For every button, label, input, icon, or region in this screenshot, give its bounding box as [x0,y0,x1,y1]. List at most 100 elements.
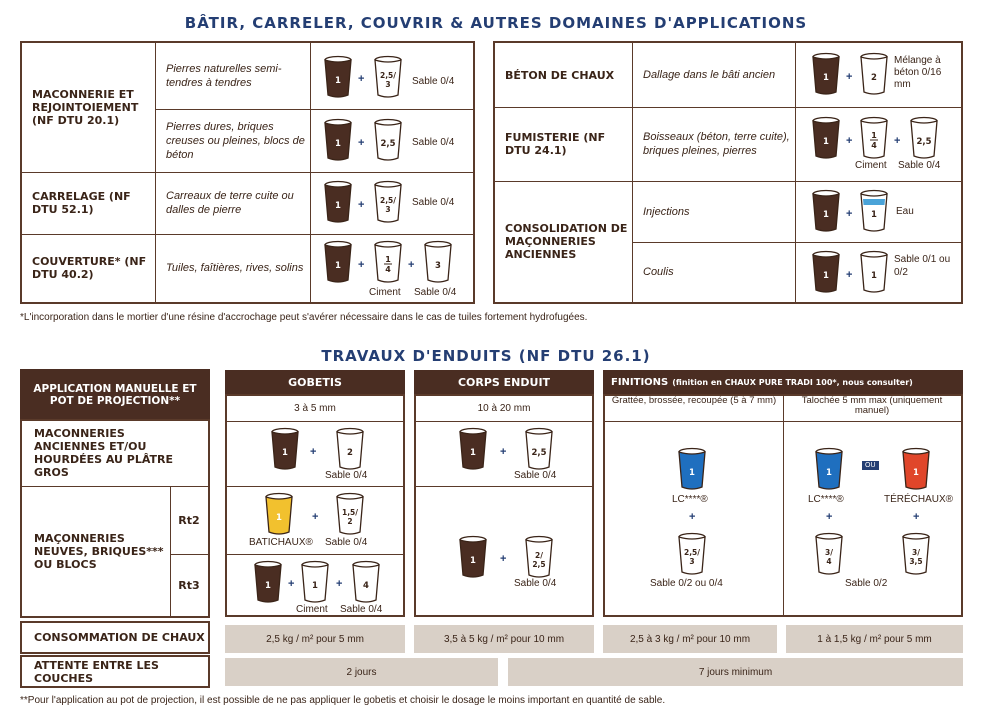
cup-chaux: 1 [269,427,301,471]
label-carrelage: CARRELAGE (NF DTU 52.1) [32,190,131,216]
attente-2-jours: 2 jours [225,658,498,686]
note-sable: Sable 0/4 [412,76,455,87]
desc-boisseaux: Boisseaux (béton, terre cuite), briques … [643,131,790,157]
svg-text:2: 2 [347,517,352,526]
header-corps-enduit: CORPS ENDUIT [414,370,594,394]
plus-sign: + [358,137,365,149]
svg-text:1: 1 [335,261,341,271]
svg-text:3: 3 [435,261,441,271]
note-sable: Sable 0/2 [845,578,888,589]
thickness-corps: 10 à 20 mm [477,403,531,414]
svg-text:2: 2 [871,73,877,83]
label-rt2: Rt2 [178,513,200,527]
cup-terechaux: 1 [900,447,932,491]
svg-text:1: 1 [335,139,341,149]
desc-coulis: Coulis [643,266,674,278]
note-sable: Sable 0/1 ou 0/2 [894,254,951,278]
desc-dallage: Dallage dans le bâti ancien [643,69,776,81]
finitions-label: FINITIONS [611,376,669,388]
plus-sign: + [689,511,696,523]
header-gobetis: GOBETIS [225,370,405,394]
note-sable: Sable 0/4 [325,537,368,548]
svg-text:1: 1 [689,468,695,478]
cup-sable: 2,5/3 [372,55,404,99]
label-consommation-box [20,621,210,654]
cup-chaux: 1 [322,118,354,162]
label-maconnerie: MACONNERIE ET REJOINTOIEMENT (NF DTU 20.… [32,88,139,127]
section-title-applications: BÂTIR, CARRELER, COUVRIR & AUTRES DOMAIN… [184,14,808,32]
svg-text:1: 1 [913,468,919,478]
svg-text:1: 1 [823,271,829,281]
cup-chaux: 1 [322,240,354,284]
cup-sable: 2 [334,427,366,471]
svg-text:1: 1 [470,556,476,566]
cup-eau: 1 [858,189,890,233]
note-lc: LC****® [808,494,844,505]
svg-text:1: 1 [871,210,877,220]
cup-ciment: 1 [299,560,331,604]
desc-pierres-dures: Pierres dures, briques creuses ou pleine… [166,120,305,161]
plus-sign: + [310,446,317,458]
svg-text:2,5: 2,5 [916,137,931,147]
cup-sable: 3 [422,240,454,284]
note-lc: LC****® [672,494,708,505]
note-batichaux: BATICHAUX® [249,537,313,548]
plus-sign: + [846,208,853,220]
desc-pierres-tendres: Pierres naturelles semi-tendres à tendre… [166,63,282,89]
note-sable: Sable 0/4 [414,287,457,298]
svg-text:1: 1 [312,581,318,591]
plus-sign: + [500,553,507,565]
svg-text:4: 4 [363,581,369,591]
plus-sign: + [826,511,833,523]
svg-text:3/: 3/ [825,548,833,557]
label-maconneries-anciennes: MACONNERIES ANCIENNES ET/OU HOURDÉES AU … [34,427,174,479]
svg-text:1: 1 [385,255,391,264]
note-terechaux: TÉRÉCHAUX® [884,494,954,505]
plus-sign: + [846,269,853,281]
cup-sable: 3/4 [813,532,845,576]
note-sable: Sable 0/4 [325,470,368,481]
finition-grattee: Grattée, brossée, recoupée (5 à 7 mm) [611,395,777,406]
svg-text:2/: 2/ [535,551,543,560]
svg-text:1: 1 [823,73,829,83]
svg-text:1: 1 [335,201,341,211]
plus-sign: + [846,71,853,83]
svg-text:1: 1 [871,271,877,281]
svg-text:2,5: 2,5 [531,448,546,458]
cup-chaux: 1 [252,560,284,604]
svg-text:2,5: 2,5 [380,139,395,149]
note-eau: Eau [896,206,914,217]
cup-sable: 1,5/2 [334,492,366,536]
label-maconneries-neuves: MAÇONNERIES NEUVES, BRIQUES*** OU BLOCS [34,531,164,571]
cup-chaux: 1 [322,180,354,224]
svg-text:4: 4 [385,265,391,274]
note-melange: Mélange à béton 0/16 mm [894,55,942,90]
svg-text:2,5/: 2,5/ [684,548,700,557]
cup-chaux: 1 [810,116,842,160]
cup-chaux: 1 [810,52,842,96]
plus-sign: + [312,511,319,523]
plus-sign: + [336,578,343,590]
note-sable: Sable 0/4 [514,578,557,589]
col-gobetis [225,394,405,617]
plus-sign: + [894,135,901,147]
note-sable: Sable 0/4 [514,470,557,481]
col-finitions [603,394,963,617]
cup-sable: 1 [858,250,890,294]
plus-sign: + [358,259,365,271]
cup-sable: 2,5/3 [676,532,708,576]
svg-text:1: 1 [265,581,271,591]
header-finitions: FINITIONS (finition en CHAUX PURE TRADI … [603,370,963,394]
svg-text:4: 4 [871,141,877,150]
label-attente-box [20,655,210,688]
footnote-projection: **Pour l'application au pot de projectio… [20,695,666,706]
col-corps [414,394,594,617]
plus-sign: + [408,259,415,271]
note-sable: Sable 0/2 ou 0/4 [650,578,723,589]
cup-melange: 2 [858,52,890,96]
desc-tuiles: Tuiles, faîtières, rives, solins [166,262,304,274]
note-ciment: Ciment [369,287,401,298]
footnote-resine: *L'incorporation dans le mortier d'une r… [20,312,588,323]
